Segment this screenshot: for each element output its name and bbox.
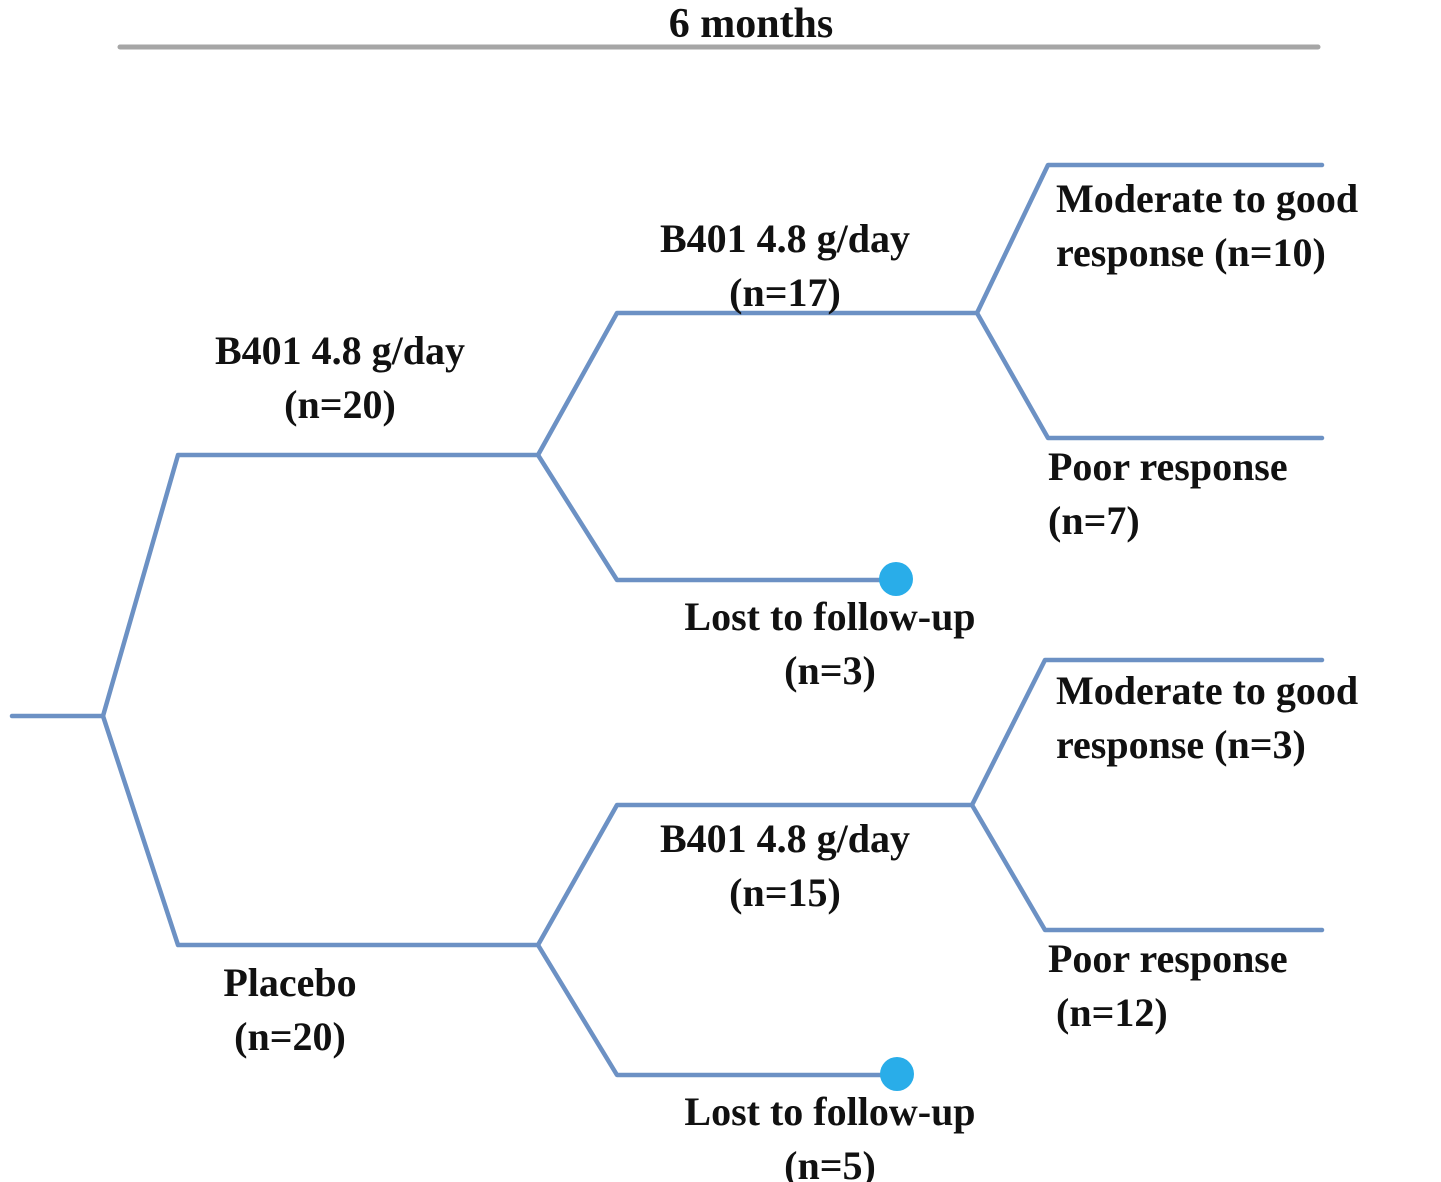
node-count-text: (n=15) bbox=[729, 870, 841, 915]
node-label-text: B401 4.8 g/day bbox=[214, 328, 466, 373]
node-count-text: response (n=10) bbox=[1056, 230, 1326, 275]
node-label-text: B401 4.8 g/day bbox=[659, 216, 911, 261]
branch-bottom-to-moderate bbox=[969, 657, 1325, 808]
node-label-text: B401 4.8 g/day bbox=[659, 816, 911, 861]
node-label-bottom-moderate-response: Moderate to good response (n=3) bbox=[1056, 664, 1416, 772]
node-count-text: (n=20) bbox=[284, 382, 396, 427]
node-label-text: Poor response bbox=[1048, 936, 1288, 981]
node-label-text: Moderate to good bbox=[1056, 668, 1359, 713]
node-count-text: (n=5) bbox=[784, 1143, 876, 1182]
branch-top-to-poor bbox=[974, 310, 1325, 441]
branch-to-placebo-arm bbox=[100, 713, 541, 948]
branch-b401-to-lost bbox=[535, 452, 898, 583]
node-label-text: Lost to follow-up bbox=[684, 1089, 976, 1134]
lost-endpoint-dot-bottom bbox=[880, 1057, 914, 1091]
node-label-top-poor-response: Poor response (n=7) bbox=[1048, 440, 1408, 548]
branch-top-to-moderate bbox=[974, 162, 1325, 316]
lost-endpoint-dot-top bbox=[879, 562, 913, 596]
node-label-text: Placebo bbox=[223, 960, 357, 1005]
node-count-text: (n=20) bbox=[234, 1014, 346, 1059]
node-count-text: response (n=3) bbox=[1056, 722, 1306, 767]
node-label-placebo-arm: Placebo (n=20) bbox=[155, 956, 425, 1064]
branch-bottom-to-poor bbox=[969, 802, 1325, 933]
node-count-text: (n=17) bbox=[729, 270, 841, 315]
branch-placebo-to-lost bbox=[535, 942, 898, 1078]
node-label-b401-arm: B401 4.8 g/day (n=20) bbox=[175, 324, 505, 432]
node-count-text: (n=7) bbox=[1048, 498, 1140, 543]
node-label-text: Lost to follow-up bbox=[684, 594, 976, 639]
node-count-text: (n=3) bbox=[784, 648, 876, 693]
node-label-top-moderate-response: Moderate to good response (n=10) bbox=[1056, 172, 1416, 280]
node-label-text: Moderate to good bbox=[1056, 176, 1359, 221]
node-label-bottom-poor-response: Poor response (n=12) bbox=[1048, 932, 1408, 1040]
node-label-b401-followup: B401 4.8 g/day (n=17) bbox=[620, 212, 950, 320]
node-label-placebo-followup: B401 4.8 g/day (n=15) bbox=[620, 812, 950, 920]
branch-placebo-to-followup bbox=[535, 802, 975, 948]
node-label-bottom-lost-followup: Lost to follow-up (n=5) bbox=[600, 1085, 1060, 1182]
timeline-title: 6 months bbox=[668, 1, 834, 47]
branch-b401-to-followup bbox=[535, 310, 980, 458]
node-count-text: (n=12) bbox=[1056, 990, 1168, 1035]
node-label-top-lost-followup: Lost to follow-up (n=3) bbox=[600, 590, 1060, 698]
branch-to-b401-arm bbox=[100, 452, 541, 719]
node-label-text: Poor response bbox=[1048, 444, 1288, 489]
